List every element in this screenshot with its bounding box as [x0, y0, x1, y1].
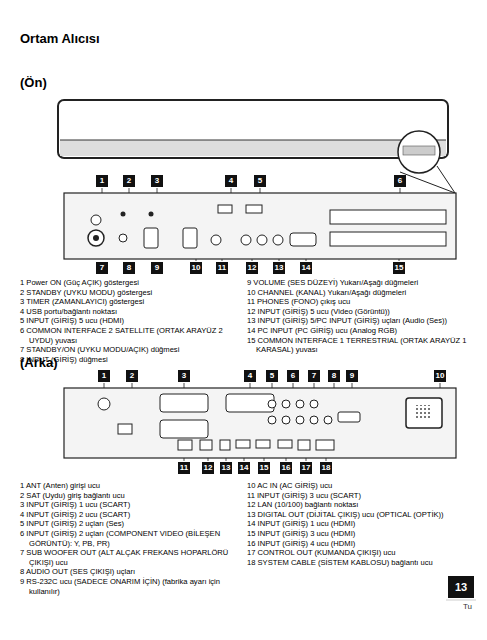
callout-number: 13 — [220, 462, 232, 474]
leader-line — [226, 458, 227, 461]
list-item: 14 PC INPUT (PC GİRİŞ) ucu (Analog RGB) — [247, 326, 469, 336]
list-item: 18 SYSTEM CABLE (SİSTEM KABLOSU) bağlant… — [247, 558, 469, 568]
list-item: 13 INPUT (GİRİŞ) 5/PC INPUT (GİRİŞ) uçla… — [247, 316, 469, 326]
leader-line — [326, 458, 327, 461]
page-number: 13 — [448, 576, 474, 598]
section-heading: (Arka) — [20, 355, 58, 370]
list-item: 15 INPUT (GİRİŞ) 3 ucu (HDMI) — [247, 529, 469, 539]
callout-number: 1 — [96, 175, 108, 187]
leader-line — [244, 458, 245, 461]
callout-number: 12 — [246, 262, 258, 274]
list-item: 10 AC IN (AC GİRİŞ) ucu — [247, 481, 469, 491]
page-language: Tu — [463, 602, 472, 611]
callout-number: 6 — [287, 370, 299, 382]
list-item: 3 TIMER (ZAMANLAYICI) göstergesi — [20, 297, 238, 307]
callout-number: 1 — [98, 370, 110, 382]
callout-number: 17 — [300, 462, 312, 474]
callout-number: 4 — [244, 370, 256, 382]
callout-number: 9 — [346, 370, 358, 382]
leader-line — [184, 458, 185, 461]
list-item: 7 SUB WOOFER OUT (ALT ALÇAK FREKANS HOPA… — [20, 548, 238, 567]
list-item: 9 VOLUME (SES DÜZEYİ) Yukarı/Aşağı düğme… — [247, 278, 469, 288]
leader-line — [334, 383, 335, 388]
list-item: 6 COMMON INTERFACE 2 SATELLITE (ORTAK AR… — [20, 326, 238, 345]
list-item: 8 AUDIO OUT (SES ÇIKIŞI) uçları — [20, 567, 238, 577]
callout-number: 15 — [258, 462, 270, 474]
list-item: 4 USB portu/bağlantı noktası — [20, 307, 238, 317]
callout-number: 15 — [393, 262, 405, 274]
leader-line — [399, 259, 400, 261]
leader-line — [264, 458, 265, 461]
list-item: 9 RS-232C ucu (SADECE ONARIM İÇİN) (fabr… — [20, 577, 238, 596]
callout-number: 8 — [328, 370, 340, 382]
list-item: 3 INPUT (GİRİŞ) 1 ucu (SCART) — [20, 500, 238, 510]
callout-number: 13 — [273, 262, 285, 274]
callout-number: 5 — [266, 370, 278, 382]
leader-line — [222, 259, 223, 261]
callout-number: 18 — [320, 462, 332, 474]
list-item: 2 SAT (Uydu) giriş bağlantı ucu — [20, 491, 238, 501]
callout-number: 11 — [216, 262, 228, 274]
list-item: 5 INPUT (GİRİŞ) 5 ucu (HDMI) — [20, 316, 238, 326]
list-item: 11 INPUT (GİRİŞ) 3 ucu (SCART) — [247, 491, 469, 501]
leader-line — [440, 383, 441, 388]
leader-line — [293, 383, 294, 388]
list-item: 15 COMMON INTERFACE 1 TERRESTRIAL (ORTAK… — [247, 336, 469, 355]
callout-number: 7 — [96, 262, 108, 274]
callout-number: 3 — [151, 175, 163, 187]
leader-line — [352, 383, 353, 388]
leader-line — [250, 383, 251, 388]
callout-number: 10 — [434, 370, 446, 382]
list-item: 1 ANT (Anten) girişi ucu — [20, 481, 238, 491]
leader-line — [314, 383, 315, 388]
callout-number: 7 — [308, 370, 320, 382]
callout-number: 14 — [238, 462, 250, 474]
list-item: 1 Power ON (Güç AÇIK) göstergesi — [20, 278, 238, 288]
leader-line — [306, 458, 307, 461]
list-item: 6 INPUT (GİRİŞ) 2 uçları (COMPONENT VIDE… — [20, 529, 238, 548]
list-item: 11 PHONES (FONO) çıkış ucu — [247, 297, 469, 307]
list-item: 2 STANDBY (UYKU MODU) göstergesi — [20, 288, 238, 298]
legend-list: 1 ANT (Anten) girişi ucu2 SAT (Uydu) gir… — [20, 481, 238, 596]
callout-number: 11 — [178, 462, 190, 474]
callout-number: 6 — [394, 175, 406, 187]
list-item: 10 CHANNEL (KANAL) Yukarı/Aşağı düğmeler… — [247, 288, 469, 298]
leader-line — [132, 383, 133, 388]
list-item: 7 STANDBY/ON (UYKU MODU/AÇIK) düğmesi — [20, 345, 238, 355]
leader-line — [272, 383, 273, 388]
leader-line — [184, 383, 185, 388]
callout-number: 12 — [202, 462, 214, 474]
list-item: 5 INPUT (GİRİŞ) 2 uçları (Ses) — [20, 519, 238, 529]
legend-list: 10 AC IN (AC GİRİŞ) ucu11 INPUT (GİRİŞ) … — [247, 481, 469, 567]
list-item: 13 DIGITAL OUT (DİJİTAL ÇIKIŞ) ucu (OPTI… — [247, 510, 469, 520]
leader-line — [208, 458, 209, 461]
leader-line — [252, 259, 253, 261]
callout-number: 5 — [254, 175, 266, 187]
list-item: 14 INPUT (GİRİŞ) 1 ucu (HDMI) — [247, 519, 469, 529]
callout-number: 2 — [123, 175, 135, 187]
legend-list: 1 Power ON (Güç AÇIK) göstergesi2 STANDB… — [20, 278, 238, 364]
section-heading: (Ön) — [20, 75, 47, 90]
page-title: Ortam Alıcısı — [20, 31, 100, 46]
callout-number: 3 — [178, 370, 190, 382]
callout-number: 4 — [225, 175, 237, 187]
leader-line — [196, 259, 197, 261]
callout-number: 9 — [151, 262, 163, 274]
callout-number: 8 — [123, 262, 135, 274]
legend-list: 9 VOLUME (SES DÜZEYİ) Yukarı/Aşağı düğme… — [247, 278, 469, 355]
callout-number: 10 — [190, 262, 202, 274]
leader-line — [306, 259, 307, 261]
leader-line — [286, 458, 287, 461]
callout-number: 16 — [280, 462, 292, 474]
list-item: 16 INPUT (GİRİŞ) 4 ucu (HDMI) — [247, 539, 469, 549]
list-item: 4 INPUT (GİRİŞ) 2 ucu (SCART) — [20, 510, 238, 520]
leader-line — [104, 383, 105, 388]
list-item: 12 LAN (10/100) bağlantı noktası — [247, 500, 469, 510]
callout-number: 14 — [300, 262, 312, 274]
leader-line — [279, 259, 280, 261]
list-item: 12 INPUT (GİRİŞ) 5 ucu (Video (Görüntü)) — [247, 307, 469, 317]
callout-number: 2 — [126, 370, 138, 382]
list-item: 17 CONTROL OUT (KUMANDA ÇIKIŞI) ucu — [247, 548, 469, 558]
